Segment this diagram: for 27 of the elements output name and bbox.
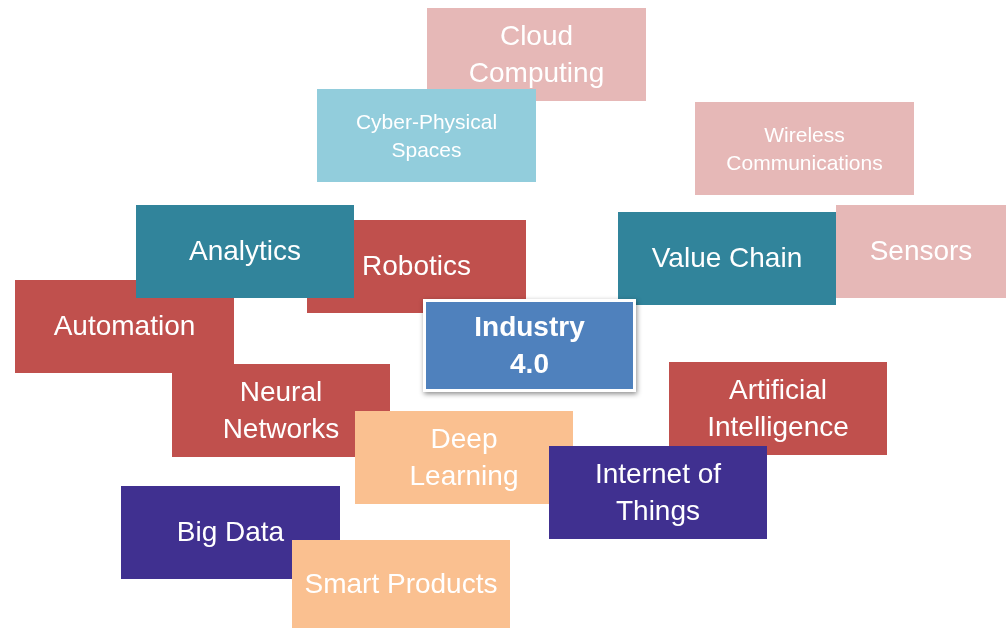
topic-label: Robotics xyxy=(362,249,471,284)
topic-label: Cloud Computing xyxy=(467,19,606,90)
topic-label: Smart Products xyxy=(304,566,498,601)
topic-label: Deep Learning xyxy=(408,422,520,493)
topic-box xyxy=(355,411,573,504)
topic-box xyxy=(695,102,914,195)
topic-label: Analytics xyxy=(188,234,301,269)
topic-label: Value Chain xyxy=(651,241,803,276)
topic-label: Sensors xyxy=(869,234,973,269)
topic-box xyxy=(618,212,836,305)
central-topic-box xyxy=(423,299,636,392)
topic-label: Industry 4.0 xyxy=(474,310,585,381)
topic-label: Internet of Things xyxy=(593,457,723,528)
topic-box xyxy=(836,205,1006,298)
topic-box xyxy=(427,8,646,101)
topic-box xyxy=(136,205,354,298)
topic-label: Artificial Intelligence xyxy=(706,373,850,444)
topic-label: Neural Networks xyxy=(221,375,341,446)
topic-box xyxy=(549,446,767,539)
topic-box xyxy=(172,364,390,457)
topic-box xyxy=(669,362,887,455)
topic-label: Cyber-Physical Spaces xyxy=(354,109,499,163)
topic-box xyxy=(292,540,510,628)
topic-box xyxy=(317,89,536,182)
topic-label: Wireless Communications xyxy=(725,122,884,176)
topic-label: Big Data xyxy=(176,515,285,550)
topic-label: Automation xyxy=(53,309,196,344)
